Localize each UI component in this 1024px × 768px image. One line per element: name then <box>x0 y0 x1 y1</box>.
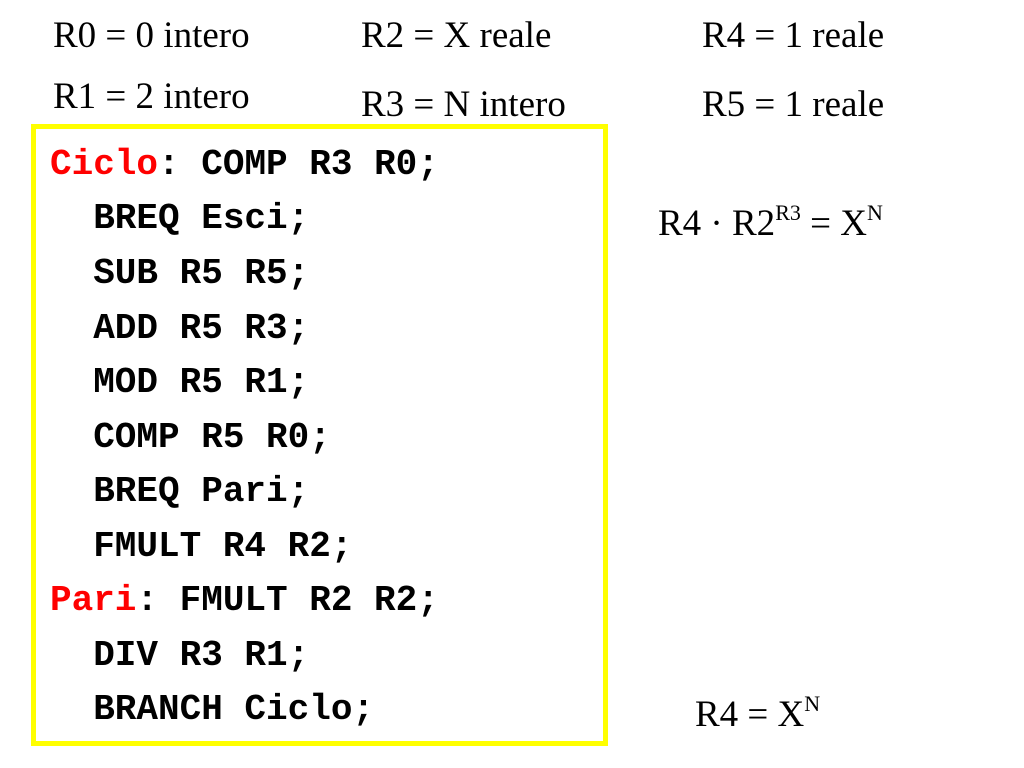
result-base: R4 = X <box>695 694 805 735</box>
code-line: SUB R5 R5; <box>50 256 309 292</box>
code-box: Ciclo: COMP R3 R0; BREQ Esci; SUB R5 R5;… <box>31 124 608 746</box>
code-text: FMULT R4 R2; <box>50 526 353 567</box>
register-r5: R5 = 1 reale <box>702 84 885 125</box>
code-text: MOD R5 R1; <box>50 362 310 403</box>
result-exponent: N <box>804 691 821 716</box>
code-line: COMP R5 R0; <box>50 420 331 456</box>
code-text: COMP R5 R0; <box>50 417 331 458</box>
code-text: BREQ Pari; <box>50 471 310 512</box>
code-text: : FMULT R2 R2; <box>136 580 439 621</box>
code-text: SUB R5 R5; <box>50 253 310 294</box>
result-formula: R4 = XN <box>695 693 820 735</box>
code-line: BREQ Pari; <box>50 474 309 510</box>
code-label: Ciclo <box>50 144 159 185</box>
code-text: ADD R5 R3; <box>50 308 310 349</box>
register-r4: R4 = 1 reale <box>702 15 885 56</box>
register-r2: R2 = X reale <box>361 15 552 56</box>
code-line: MOD R5 R1; <box>50 365 309 401</box>
code-text: BRANCH Ciclo; <box>50 689 375 730</box>
invariant-mid: = X <box>800 203 867 244</box>
code-label: Pari <box>50 580 137 621</box>
code-line: ADD R5 R3; <box>50 311 309 347</box>
invariant-exponent-n: N <box>866 200 883 225</box>
register-r1: R1 = 2 intero <box>53 76 250 117</box>
register-r3: R3 = N intero <box>361 84 566 125</box>
code-line: DIV R3 R1; <box>50 638 309 674</box>
code-text: : COMP R3 R0; <box>158 144 439 185</box>
invariant-exponent: R3 <box>775 200 801 225</box>
invariant-base: R4 · R2 <box>658 203 776 244</box>
code-text: DIV R3 R1; <box>50 635 310 676</box>
code-line: Ciclo: COMP R3 R0; <box>50 147 439 183</box>
code-line: BREQ Esci; <box>50 201 309 237</box>
code-line: Pari: FMULT R2 R2; <box>50 583 439 619</box>
code-line: FMULT R4 R2; <box>50 529 352 565</box>
register-r0: R0 = 0 intero <box>53 15 250 56</box>
code-line: BRANCH Ciclo; <box>50 692 374 728</box>
invariant-formula: R4 · R2R3 = XN <box>658 202 883 244</box>
code-text: BREQ Esci; <box>50 198 310 239</box>
